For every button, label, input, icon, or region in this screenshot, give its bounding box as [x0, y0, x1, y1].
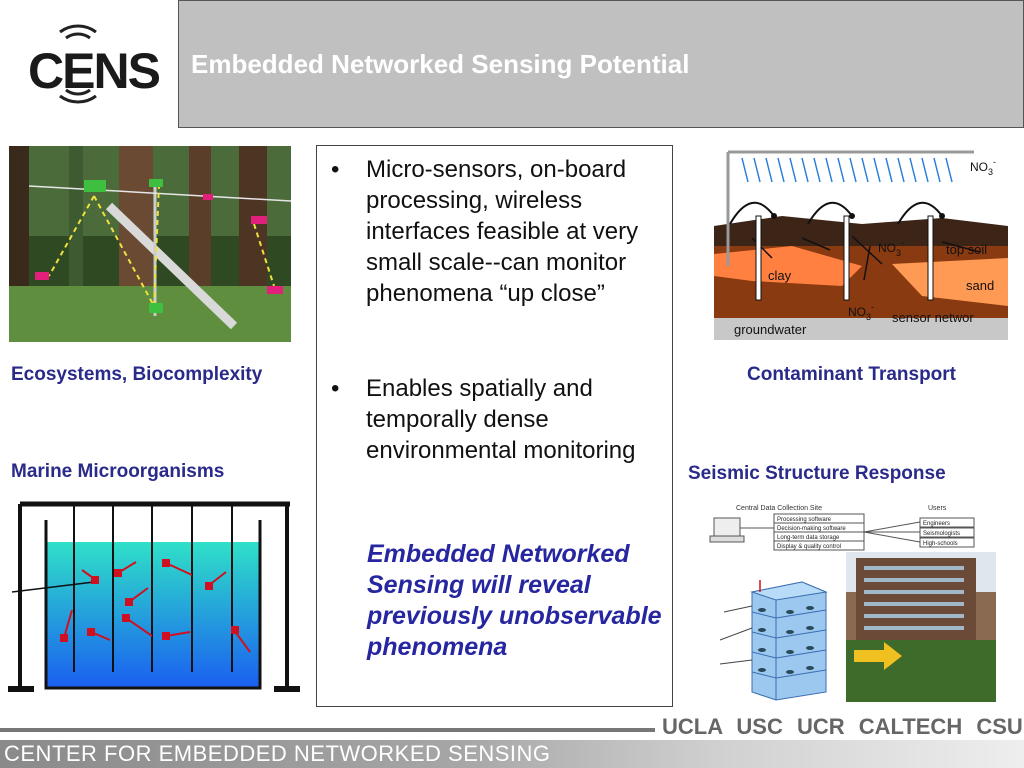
bullet-text: Enables spatially and temporally dense e… [366, 375, 636, 464]
label-sensor-network: sensor networ [892, 310, 974, 325]
caption-marine: Marine Microorganisms [11, 461, 225, 482]
seismic-user: Seismologists [923, 531, 960, 537]
seismic-user: High-schools [923, 541, 958, 547]
footer-universities: UCLA USC UCR CALTECH CSU [662, 714, 1023, 739]
center-text-box: • Micro-sensors, on-board processing, wi… [316, 145, 673, 707]
bullet-dot: • [331, 156, 340, 183]
seismic-user: Engineers [923, 521, 950, 527]
logo-text: CENS [28, 43, 161, 99]
emphasis-text: Embedded Networked Sensing will reveal p… [367, 540, 662, 661]
seismic-box: Processing software [777, 517, 832, 523]
label-no3-top: NO3- [970, 157, 996, 177]
seismic-diagram: Central Data Collection Site Users Proce… [709, 505, 996, 702]
seismic-box: Long-term data storage [777, 535, 840, 541]
logo-area: CENS [0, 0, 178, 128]
label-no3-low: NO3- [848, 302, 874, 322]
bullet-text: Micro-sensors, on-board processing, wire… [366, 156, 639, 307]
caption-seismic: Seismic Structure Response [688, 463, 946, 484]
cens-logo-icon [59, 24, 97, 104]
label-sand: sand [966, 278, 994, 293]
seismic-box: Display & quality control [777, 544, 841, 550]
label-clay: clay [768, 268, 792, 283]
label-users: Users [928, 505, 947, 512]
footer-divider [0, 728, 655, 732]
label-central-site: Central Data Collection Site [736, 505, 822, 512]
title-bar: Embedded Networked Sensing Potential [178, 0, 1024, 128]
footer-bar: CENTER FOR EMBEDDED NETWORKED SENSING [0, 740, 1024, 768]
contaminant-diagram: NO3- NO3- NO3- top soil clay sand ground… [712, 146, 1008, 340]
label-top-soil: top soil [946, 242, 987, 257]
page-title: Embedded Networked Sensing Potential [191, 49, 690, 79]
bullet-dot: • [331, 375, 340, 402]
footer-center-name: CENTER FOR EMBEDDED NETWORKED SENSING [4, 741, 551, 766]
seismic-box: Decision-making software [777, 526, 846, 532]
label-no3-mid: NO3- [878, 238, 904, 258]
caption-contaminant: Contaminant Transport [747, 364, 957, 385]
marine-diagram [8, 501, 300, 692]
caption-ecosystems: Ecosystems, Biocomplexity [11, 364, 263, 385]
label-groundwater: groundwater [734, 322, 807, 337]
ecosystems-photo [9, 146, 291, 342]
